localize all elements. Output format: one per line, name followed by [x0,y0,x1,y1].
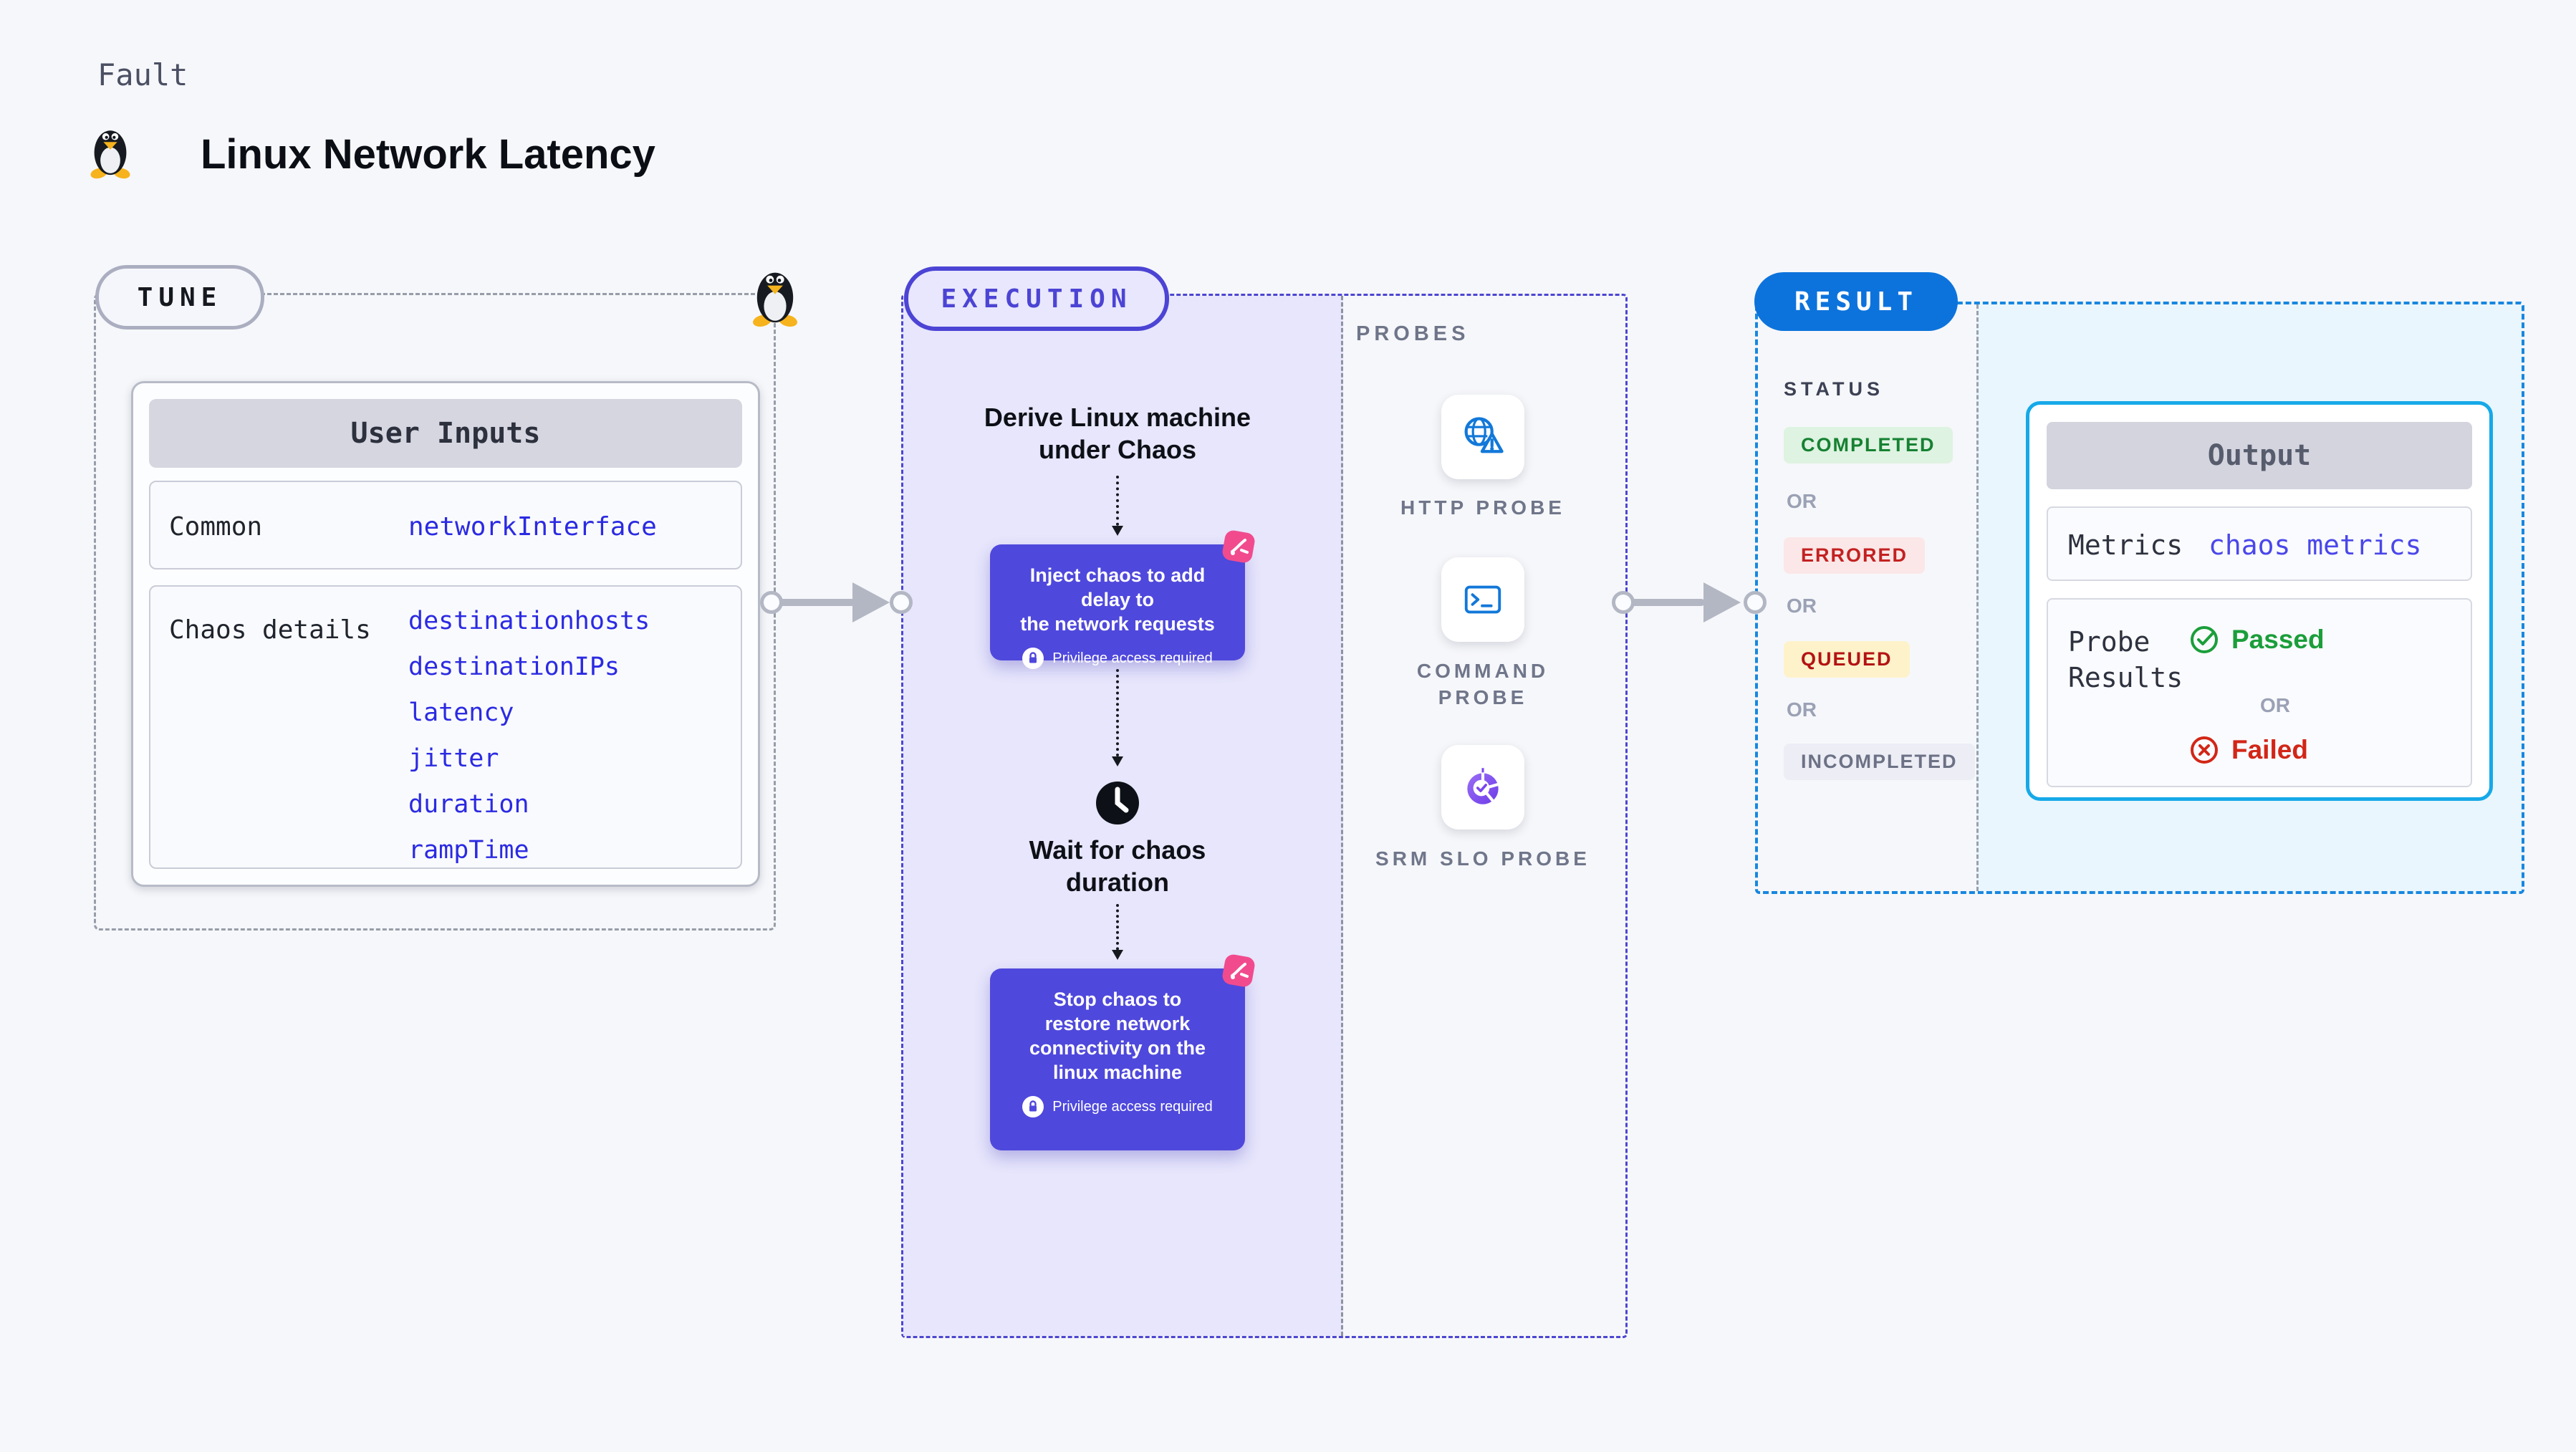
x-circle-icon [2191,736,2218,764]
or-separator: OR [2260,694,2290,716]
tune-badge: TUNE [95,265,264,330]
common-value: networkInterface [408,512,657,542]
chaos-param: duration [408,790,529,819]
passed-verdict: Passed [2188,624,2325,655]
connector-line [778,599,855,606]
execution-badge: EXECUTION [904,266,1169,331]
privilege-note-label: Privilege access required [1052,650,1213,666]
chaos-details-values: destinationhosts destinationIPs latency … [408,598,650,873]
output-card: Output Metrics chaos metrics Probe Resul… [2026,401,2493,801]
http-probe-label: HTTP PROBE [1400,496,1565,519]
status-badge-queued: QUEUED [1784,641,1910,678]
chaos-details-row: Chaos details destinationhosts destinati… [149,585,742,869]
clock-icon [1096,782,1139,824]
srm-slo-probe-label: SRM SLO PROBE [1375,847,1590,870]
connector-arrowhead [852,582,890,622]
chaos-param: jitter [408,744,499,773]
status-badge-incompleted: INCOMPLETED [1784,744,1975,780]
privilege-note-label: Privilege access required [1052,1098,1213,1115]
passed-label: Passed [2231,625,2325,654]
chaos-param: destinationIPs [408,653,620,681]
wait-step-label: Wait for chaos duration [1029,835,1206,897]
flow-arrow-down [1112,904,1123,960]
failed-label: Failed [2231,735,2308,764]
chaos-details-label: Chaos details [169,615,371,645]
check-circle-icon [2191,626,2218,653]
flow-arrow-down [1112,669,1123,766]
globe-alert-icon [1464,417,1504,453]
probes-heading: PROBES [1356,322,1470,345]
result-badge: RESULT [1754,272,1958,331]
page-title: Linux Network Latency [201,131,655,178]
connector-arrowhead [1703,582,1741,622]
slo-pie-icon [1467,768,1499,804]
metrics-row: Metrics chaos metrics [2047,506,2472,581]
metrics-label: Metrics [2068,529,2183,561]
stop-chaos-card: Stop chaos to restore network connectivi… [990,968,1245,1150]
chaos-experiment-icon [1218,950,1259,991]
tux-penguin-icon [87,117,133,185]
derive-step-label: Derive Linux machine under Chaos [984,403,1251,464]
lock-icon [1022,1096,1044,1117]
stop-chaos-title: Stop chaos to restore network connectivi… [1029,989,1206,1083]
srm-slo-probe-card [1441,745,1524,830]
status-badge-errored: ERRORED [1784,537,1926,574]
chaos-param: latency [408,698,514,727]
privilege-note: Privilege access required [990,648,1245,669]
output-title: Output [2047,422,2472,489]
probe-results-label: Probe Results [2068,626,2183,693]
user-inputs-title: User Inputs [149,399,742,468]
chaos-param: destinationhosts [408,607,650,635]
inject-chaos-card: Inject chaos to add delay to the network… [990,544,1245,660]
probe-results-row: Probe Results Passed OR Failed [2047,598,2472,787]
flow-arrow-down [1112,476,1123,536]
tux-penguin-icon [749,259,801,332]
lock-icon [1022,648,1044,669]
connector-start-node [760,591,783,614]
failed-verdict: Failed [2188,734,2308,766]
command-probe-card [1441,557,1524,642]
command-probe-label: COMMAND PROBE [1416,660,1549,708]
inject-chaos-title: Inject chaos to add delay to the network… [1020,564,1215,635]
common-label: Common [169,512,263,542]
status-badge-completed: COMPLETED [1784,427,1953,463]
or-separator: OR [1787,698,1817,721]
http-probe-card [1441,395,1524,479]
connector-end-node [1744,591,1767,614]
privilege-note: Privilege access required [990,1096,1245,1117]
or-separator: OR [1787,490,1817,512]
connector-end-node [890,591,913,614]
connector-line [1629,599,1705,606]
connector-start-node [1612,591,1635,614]
chaos-param: rampTime [408,836,529,865]
metrics-value: chaos metrics [2209,529,2422,561]
or-separator: OR [1787,595,1817,617]
chaos-experiment-icon [1218,526,1259,567]
common-row: Common networkInterface [149,481,742,569]
fault-eyebrow: Fault [97,57,188,92]
terminal-icon [1464,585,1501,614]
status-heading: STATUS [1784,378,1884,400]
user-inputs-card: User Inputs Common networkInterface Chao… [131,381,760,887]
